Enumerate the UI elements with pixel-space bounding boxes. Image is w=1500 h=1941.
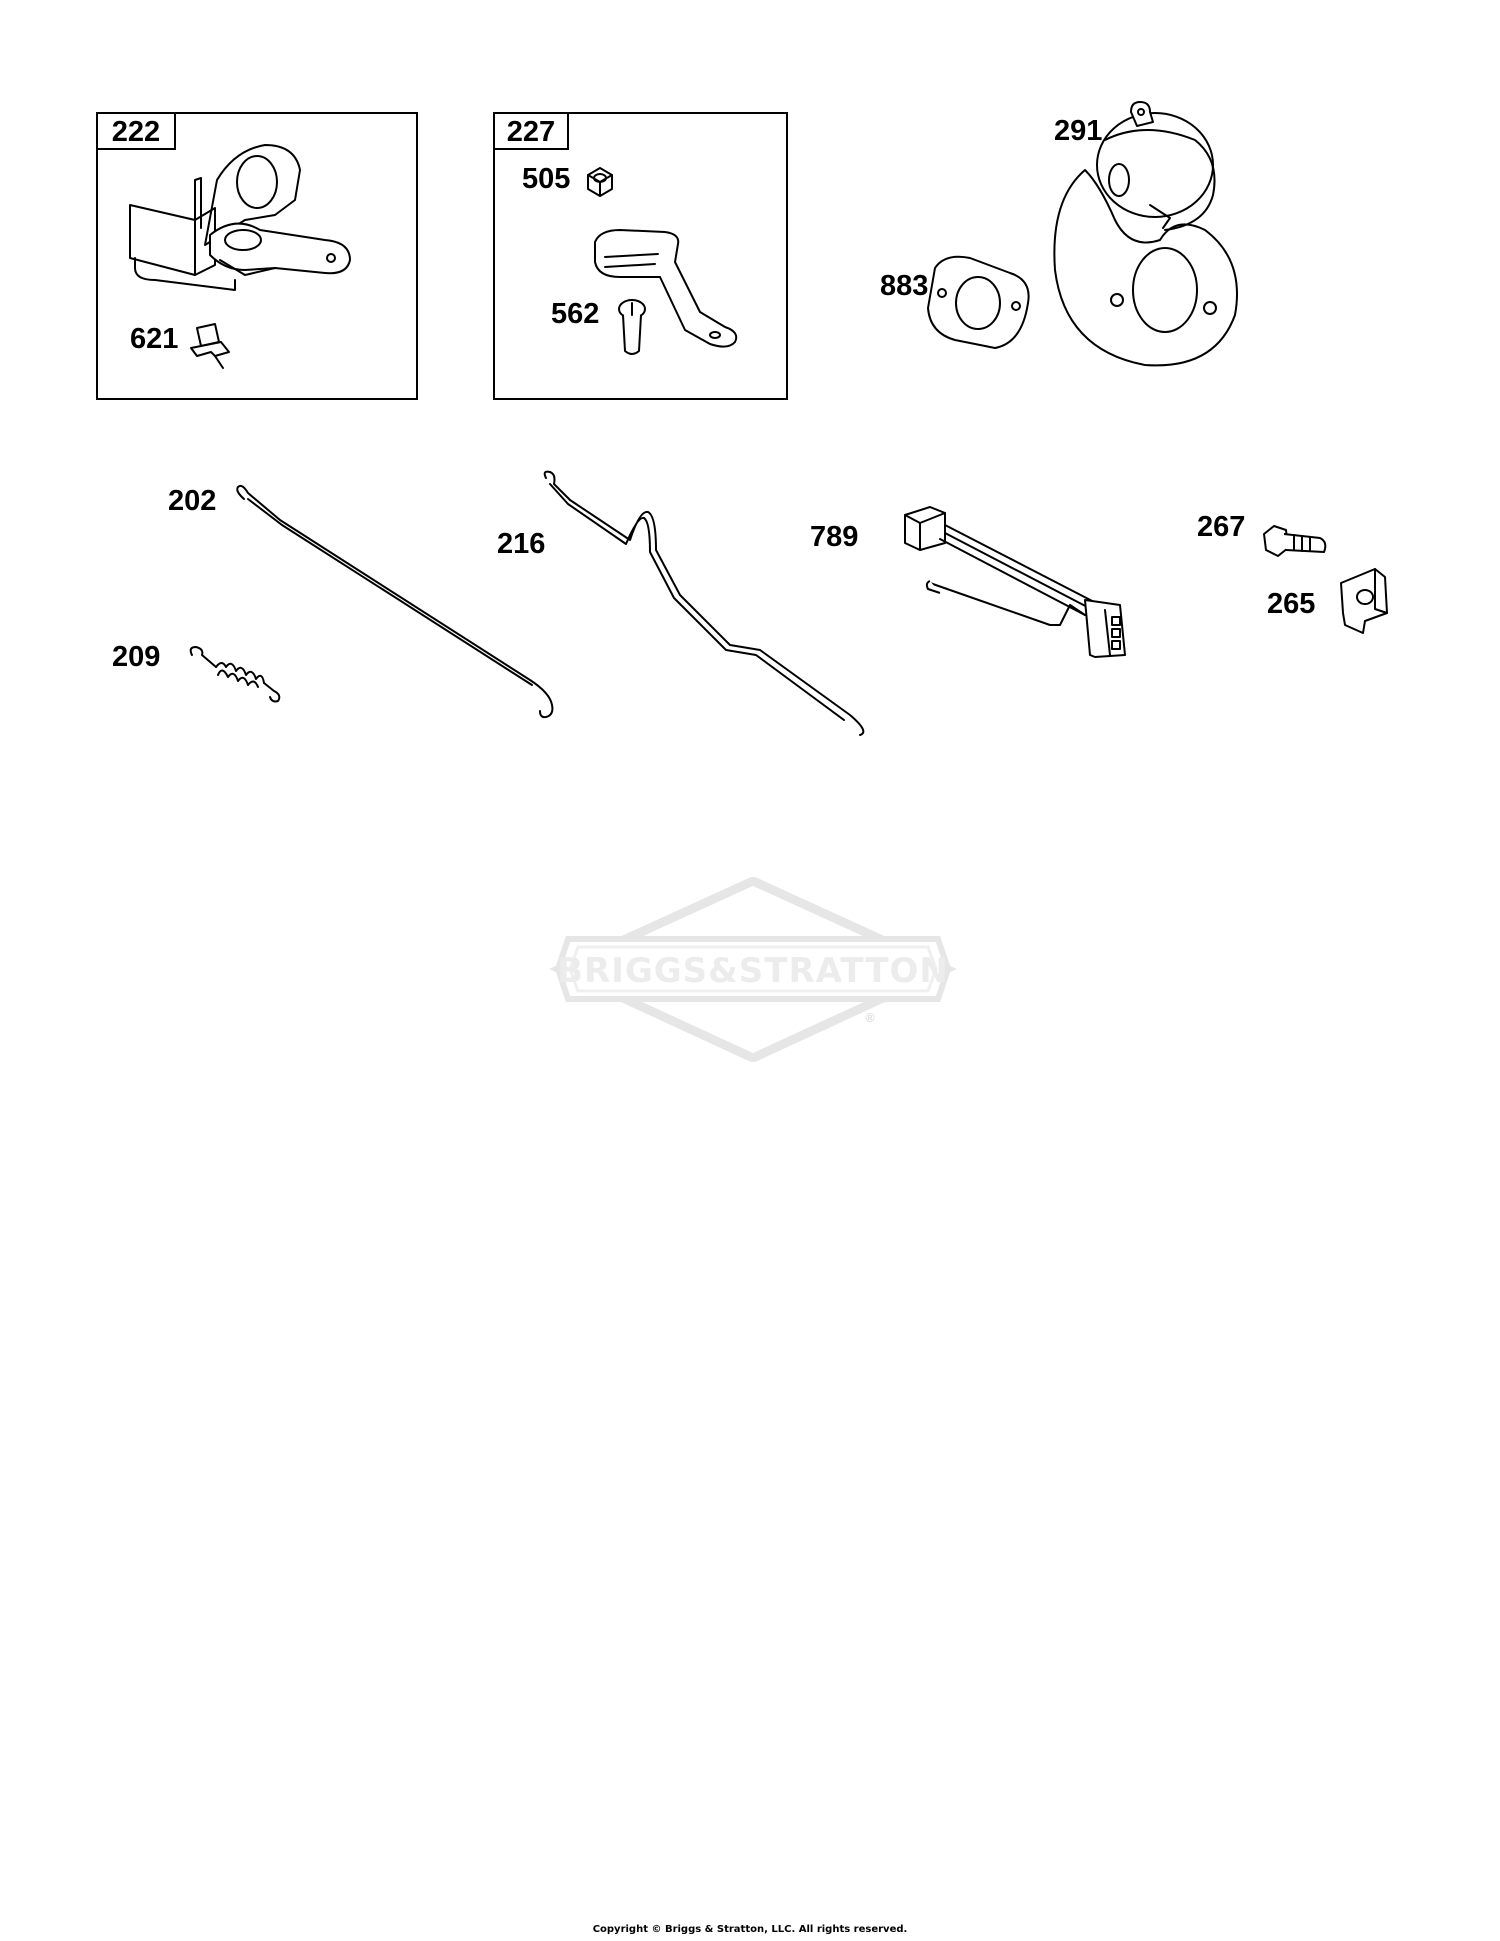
spring-illustration — [188, 645, 288, 705]
callout-789: 789 — [810, 521, 859, 553]
screw-illustration — [612, 295, 652, 360]
bolt-illustration — [1260, 520, 1330, 565]
bracket-illustration — [590, 222, 770, 362]
callout-265: 265 — [1267, 588, 1316, 620]
panel-222 — [96, 112, 418, 400]
briggs-stratton-watermark: BRIGGS&STRATTON ® — [548, 877, 958, 1062]
callout-202: 202 — [168, 485, 217, 517]
clip-illustration — [185, 320, 240, 375]
callout-505: 505 — [522, 163, 571, 195]
choke-link-illustration — [540, 470, 880, 738]
wire-harness-illustration — [900, 505, 1150, 665]
clamp-illustration — [1335, 565, 1395, 635]
watermark-text: BRIGGS&STRATTON — [557, 951, 949, 991]
nut-illustration — [580, 163, 620, 203]
panel-222-label: 222 — [96, 112, 176, 150]
callout-621: 621 — [130, 323, 179, 355]
link-rod-illustration — [230, 485, 570, 720]
callout-216: 216 — [497, 528, 546, 560]
callout-562: 562 — [551, 298, 600, 330]
callout-883: 883 — [880, 270, 929, 302]
callout-209: 209 — [112, 641, 161, 673]
callout-267: 267 — [1197, 511, 1246, 543]
muffler-illustration — [1045, 100, 1260, 370]
gasket-illustration — [920, 248, 1040, 358]
callout-291: 291 — [1054, 115, 1103, 147]
registered-mark: ® — [864, 1011, 876, 1025]
panel-227-label: 227 — [493, 112, 569, 150]
panel-227 — [493, 112, 788, 400]
copyright-notice: Copyright © Briggs & Stratton, LLC. All … — [592, 1924, 908, 1935]
control-bracket-illustration — [125, 140, 385, 310]
